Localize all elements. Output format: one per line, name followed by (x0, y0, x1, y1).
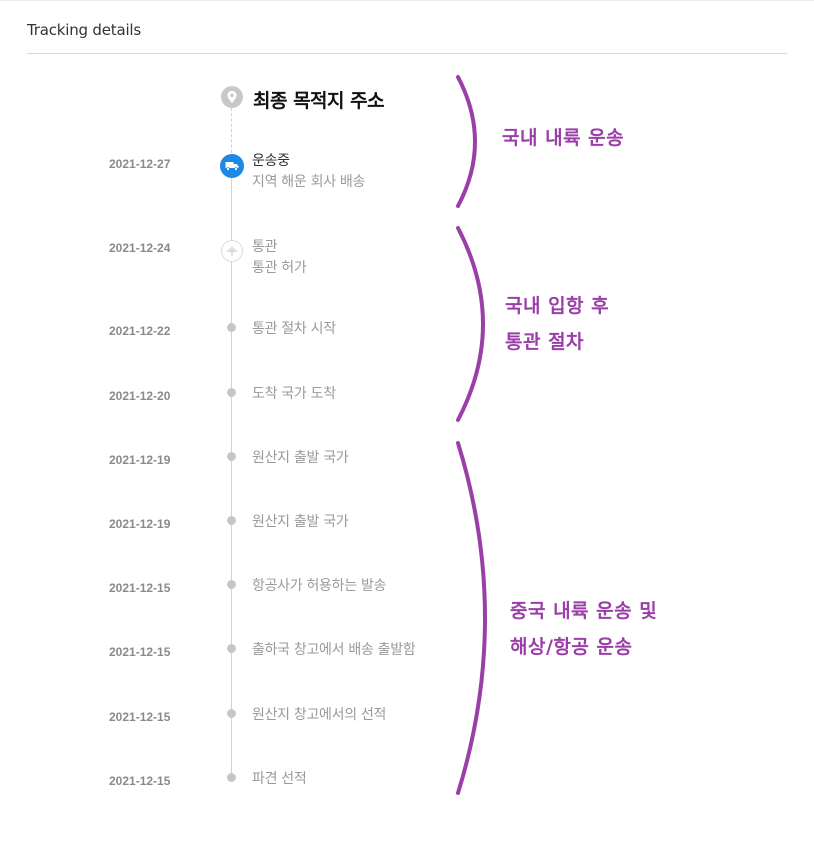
annotation-line: 해상/항공 운송 (510, 636, 633, 658)
tracking-event: 2021-12-22 통관 절차 시작 (0, 318, 460, 362)
timeline-connector-dashed (231, 108, 232, 158)
tracking-event: 2021-12-19 원산지 출발 국가 (0, 511, 460, 555)
event-status: 출하국 창고에서 배송 출발함 (252, 642, 416, 658)
event-status: 운송중 (252, 153, 290, 169)
event-status: 파견 선적 (252, 771, 307, 787)
timeline-dot (227, 452, 236, 461)
annotation-line: 국내 입항 후 (505, 295, 610, 317)
tracking-event: 2021-12-15 항공사가 허용하는 발송 (0, 575, 460, 619)
event-date: 2021-12-24 (109, 241, 171, 255)
event-status: 통관 (252, 239, 278, 255)
header-divider (27, 53, 787, 54)
timeline-dot (227, 388, 236, 397)
event-detail: 지역 해운 회사 배송 (252, 174, 366, 190)
truck-icon (220, 154, 244, 178)
tracking-event: 2021-12-20 도착 국가 도착 (0, 383, 460, 427)
event-status: 원산지 출발 국가 (252, 514, 349, 530)
event-date: 2021-12-15 (109, 581, 171, 595)
tracking-event: 2021-12-15 파견 선적 (0, 768, 460, 812)
timeline-dot (227, 709, 236, 718)
event-date: 2021-12-19 (109, 517, 171, 531)
event-date: 2021-12-20 (109, 389, 171, 403)
brace-import-customs (456, 226, 485, 422)
annotation-line: 중국 내륙 운송 및 (510, 600, 658, 622)
timeline-dot (227, 580, 236, 589)
event-date: 2021-12-22 (109, 324, 171, 338)
event-status: 통관 절차 시작 (252, 321, 336, 337)
event-date: 2021-12-15 (109, 710, 171, 724)
customs-icon (221, 240, 243, 262)
event-status: 원산지 출발 국가 (252, 450, 349, 466)
page-title: Tracking details (27, 21, 141, 39)
tracking-event: 2021-12-15 출하국 창고에서 배송 출발함 (0, 639, 460, 683)
timeline-dot (227, 323, 236, 332)
destination-title: 최종 목적지 주소 (253, 90, 385, 112)
location-pin-icon (221, 86, 243, 108)
event-date: 2021-12-27 (109, 157, 171, 171)
annotation-line: 국내 내륙 운송 (502, 127, 625, 149)
event-detail: 통관 허가 (252, 260, 307, 276)
timeline-dot (227, 644, 236, 653)
event-status: 도착 국가 도착 (252, 386, 336, 402)
tracking-event: 2021-12-27 운송중 지역 해운 회사 배송 (0, 150, 460, 194)
annotation-china-transport: 중국 내륙 운송 및 해상/항공 운송 (510, 593, 657, 665)
event-date: 2021-12-15 (109, 774, 171, 788)
annotation-domestic-delivery: 국내 내륙 운송 (502, 120, 624, 156)
tracking-event: 2021-12-24 통관 통관 허가 (0, 236, 460, 280)
event-status: 원산지 창고에서의 선적 (252, 707, 387, 723)
top-divider (0, 0, 814, 1)
tracking-event: 2021-12-15 원산지 창고에서의 선적 (0, 704, 460, 748)
timeline-connector (231, 168, 232, 778)
event-date: 2021-12-15 (109, 645, 171, 659)
timeline-dot (227, 516, 236, 525)
annotation-line: 통관 절차 (505, 331, 585, 353)
brace-china-transport (456, 441, 487, 795)
timeline-dot (227, 773, 236, 782)
brace-domestic-delivery (456, 75, 477, 208)
event-status: 항공사가 허용하는 발송 (252, 578, 387, 594)
tracking-event: 2021-12-19 원산지 출발 국가 (0, 447, 460, 491)
event-date: 2021-12-19 (109, 453, 171, 467)
annotation-import-customs: 국내 입항 후 통관 절차 (505, 288, 609, 360)
